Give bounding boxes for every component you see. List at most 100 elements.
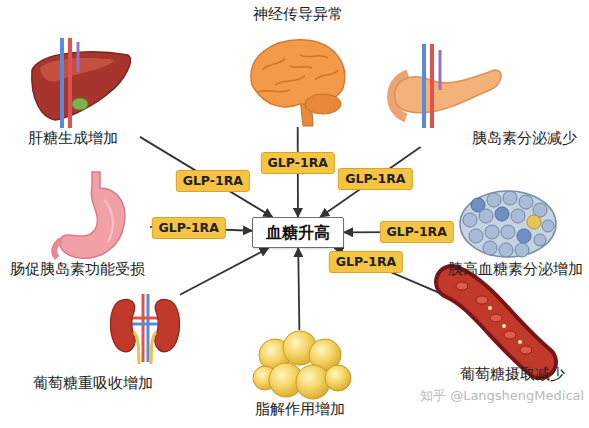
artery-line bbox=[68, 38, 72, 128]
liver-illustration bbox=[32, 38, 130, 128]
ureter bbox=[151, 332, 156, 364]
organ-cause: 肝糖生成增加 bbox=[5, 45, 140, 147]
cause-label: 肠促胰岛素功能受损 bbox=[10, 260, 145, 278]
glucose-dot bbox=[502, 324, 506, 328]
islet-illustration bbox=[460, 191, 556, 257]
glucose-dot bbox=[518, 340, 522, 344]
cause-arrow bbox=[320, 147, 420, 217]
cause-label: 脂解作用增加 bbox=[255, 400, 345, 418]
glucose-dot bbox=[488, 306, 492, 310]
cause-label: 肝糖生成增加 bbox=[28, 129, 118, 147]
vessel-line bbox=[439, 50, 442, 90]
drug-tag: GLP-1RA bbox=[152, 217, 226, 239]
fat-cell bbox=[296, 365, 330, 399]
brain-gyrus bbox=[290, 66, 312, 68]
organ-cause: 葡萄糖重吸收增加 bbox=[5, 290, 180, 392]
vessel-illustration bbox=[452, 282, 540, 362]
vessel-lumen bbox=[452, 282, 540, 362]
artery-line bbox=[142, 294, 145, 362]
kidney-left bbox=[110, 300, 135, 352]
islet-outline bbox=[460, 191, 556, 257]
islet-cell bbox=[495, 207, 509, 221]
cause-label: 胰高血糖素分泌增加 bbox=[448, 260, 583, 278]
cause-arrow bbox=[180, 248, 269, 295]
pancreas-illustration bbox=[392, 44, 501, 128]
stomach-fold bbox=[104, 200, 113, 242]
blood-cell bbox=[456, 282, 468, 290]
organ-cause: 肠促胰岛素功能受损 bbox=[5, 170, 150, 278]
stomach-body bbox=[60, 172, 125, 258]
kidney-illustration bbox=[110, 294, 179, 364]
pancreas-body bbox=[395, 70, 501, 113]
cause-arrow bbox=[298, 248, 299, 330]
fat-cell bbox=[325, 365, 351, 391]
islet-cell bbox=[515, 243, 529, 257]
outcome-text: 血糖升高 bbox=[266, 224, 330, 242]
organ-cause: 葡萄糖摄取减少 bbox=[440, 265, 585, 383]
organ-cause: 脂解作用增加 bbox=[240, 330, 360, 418]
islet-cell bbox=[501, 225, 515, 239]
islet-cell bbox=[511, 209, 525, 223]
blood-cell bbox=[504, 331, 516, 339]
brain-gyrus bbox=[275, 76, 305, 85]
cause-label: 胰岛素分泌减少 bbox=[472, 129, 577, 147]
cause-label: 葡萄糖重吸收增加 bbox=[33, 374, 153, 392]
kidney-right bbox=[155, 300, 180, 352]
islet-cell bbox=[499, 243, 513, 257]
stomach-outlet bbox=[54, 240, 61, 258]
brain-cerebellum bbox=[305, 94, 341, 114]
drug-tag: GLP-1RA bbox=[338, 168, 412, 190]
blood-cell bbox=[476, 296, 488, 304]
islet-cell bbox=[483, 241, 497, 255]
islet-cell bbox=[534, 234, 546, 246]
cause-label: 葡萄糖摄取减少 bbox=[460, 365, 565, 383]
vessel-line bbox=[77, 42, 80, 72]
vessel-wall bbox=[452, 282, 540, 362]
vein-line bbox=[422, 44, 426, 128]
drug-tag: GLP-1RA bbox=[261, 152, 335, 174]
organ-cause: 胰高血糖素分泌增加 bbox=[445, 185, 585, 278]
blood-cell bbox=[520, 346, 532, 354]
islet-cell bbox=[542, 220, 554, 232]
liver-lobe bbox=[32, 52, 130, 120]
vein-line bbox=[60, 38, 64, 128]
organ-cause: 神经传导异常 bbox=[235, 5, 360, 127]
cause-arrow bbox=[140, 137, 272, 217]
brain-gyrus bbox=[258, 90, 290, 92]
artery-line bbox=[132, 317, 158, 320]
vein-line bbox=[132, 323, 158, 326]
blood-cell bbox=[490, 314, 502, 322]
brain-gyrus bbox=[262, 58, 285, 70]
drug-tag: GLP-1RA bbox=[380, 221, 454, 243]
organ-cause: 胰岛素分泌减少 bbox=[395, 50, 585, 147]
drug-tag: GLP-1RA bbox=[176, 170, 250, 192]
islet-cell bbox=[527, 215, 541, 229]
ureter bbox=[134, 332, 139, 364]
islet-cell bbox=[503, 191, 517, 205]
islet-cell bbox=[463, 213, 477, 227]
vein-line bbox=[147, 294, 150, 362]
islet-cell bbox=[469, 229, 483, 243]
gallbladder bbox=[72, 98, 88, 110]
watermark: 知乎 @LangshengMedical bbox=[420, 387, 584, 405]
outcome-box: 血糖升高 bbox=[252, 217, 344, 248]
islet-cell bbox=[487, 193, 501, 207]
cause-label: 神经传导异常 bbox=[253, 5, 343, 23]
drug-tag: GLP-1RA bbox=[329, 251, 403, 273]
islet-cell bbox=[519, 195, 533, 209]
islet-cell bbox=[485, 225, 499, 239]
islet-cell bbox=[479, 209, 493, 223]
artery-line bbox=[430, 44, 434, 128]
fat-illustration bbox=[253, 331, 351, 399]
islet-cell bbox=[517, 229, 531, 243]
brain-gyrus bbox=[300, 55, 328, 58]
brain-illustration bbox=[251, 40, 345, 126]
stomach-illustration bbox=[54, 172, 125, 258]
brain-gyrus bbox=[315, 70, 338, 80]
